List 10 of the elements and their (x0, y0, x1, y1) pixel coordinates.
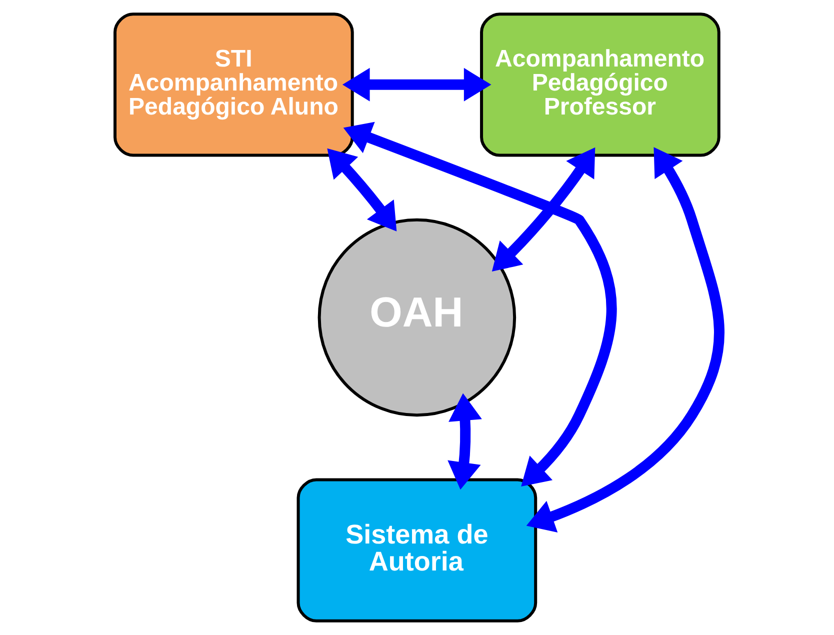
arrow (342, 68, 491, 102)
arrow (326, 148, 396, 232)
arrow (526, 147, 724, 532)
arrow (491, 147, 595, 272)
node-box: Sistema de Autoria (296, 478, 537, 622)
node-circle: OAH (317, 218, 516, 417)
arrow (342, 122, 616, 486)
node-box: Acompanhamento Pedagógico Professor (480, 12, 720, 157)
node-box: STI Acompanhamento Pedagógico Aluno (113, 12, 354, 157)
arrow (447, 393, 482, 490)
